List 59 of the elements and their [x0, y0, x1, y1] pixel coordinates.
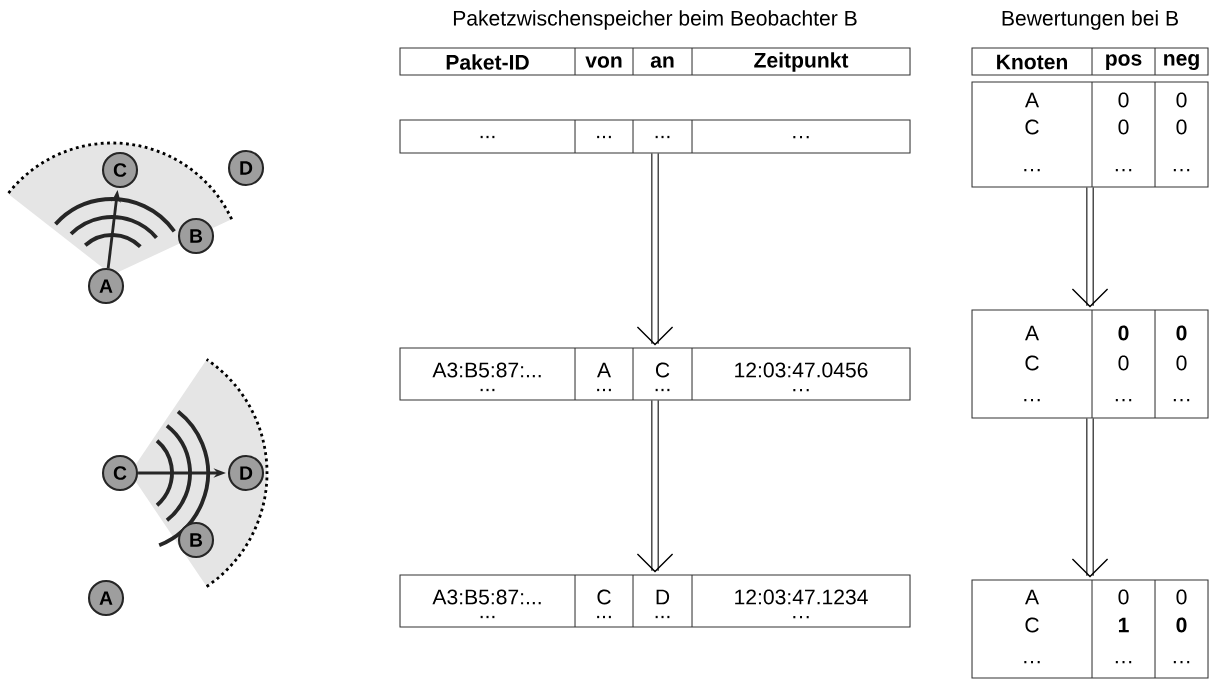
- table-text: C: [1025, 617, 1039, 633]
- table-text: …: [1173, 398, 1190, 402]
- table-text: D: [656, 589, 670, 605]
- table-text: ...: [655, 615, 670, 619]
- table-text: A: [597, 362, 611, 378]
- table-text: ...: [480, 135, 495, 139]
- table-text: 0: [1118, 92, 1129, 108]
- table-text: …: [793, 135, 809, 139]
- table-text: C: [1025, 119, 1039, 135]
- table-title: Bewertungen bei B: [1002, 10, 1178, 30]
- table-text: …: [1173, 660, 1190, 664]
- table-text: ...: [655, 388, 670, 392]
- arrow: [636, 400, 674, 573]
- table-text: …: [1173, 168, 1190, 172]
- table-text: Knoten: [997, 54, 1067, 70]
- table-text: C: [1025, 355, 1039, 371]
- table-text: A3:B5:87:...: [432, 589, 541, 605]
- table-text: ...: [655, 135, 670, 139]
- table-text: A: [1025, 589, 1039, 605]
- table-text: …: [793, 388, 809, 392]
- table-text: 0: [1176, 617, 1187, 633]
- table-text: A: [1025, 325, 1039, 341]
- table-text: ...: [597, 135, 611, 139]
- table-text: C: [597, 589, 611, 605]
- table-text: …: [1115, 398, 1132, 402]
- table-text: A3:B5:87:...: [432, 362, 541, 378]
- table-text: 0: [1118, 325, 1129, 341]
- table-text: 0: [1176, 325, 1187, 341]
- table-text: 12:03:47.1234: [735, 589, 868, 605]
- table-text: 0: [1176, 119, 1187, 135]
- table-text: …: [1115, 660, 1132, 664]
- table-text: …: [1024, 660, 1040, 664]
- table-text: …: [1024, 398, 1040, 402]
- table-text: von: [585, 56, 622, 68]
- table-text: ...: [480, 615, 495, 619]
- table-text: …: [793, 615, 809, 619]
- table-text: 0: [1118, 355, 1129, 371]
- table-text: 0: [1176, 589, 1187, 605]
- table-text: pos: [1106, 54, 1142, 70]
- table-text: …: [1115, 168, 1132, 172]
- table-text: ...: [480, 388, 495, 392]
- table-text: ...: [597, 388, 611, 392]
- table-text: A: [1025, 92, 1039, 108]
- table-text: neg: [1164, 54, 1199, 70]
- arrow: [1071, 187, 1109, 308]
- table-text: 12:03:47.0456: [735, 362, 868, 378]
- table-text: 0: [1118, 119, 1129, 135]
- table-text: 1: [1118, 617, 1129, 633]
- table-text: ...: [597, 615, 611, 619]
- table-text: 0: [1176, 355, 1187, 371]
- arrow: [1071, 418, 1109, 578]
- table-text: Paket-ID: [446, 54, 529, 70]
- arrow: [636, 153, 674, 346]
- table-text: 0: [1118, 589, 1129, 605]
- table-text: …: [1024, 168, 1040, 172]
- table-text: C: [655, 362, 670, 378]
- table-text: an: [650, 56, 674, 68]
- table-text: Zeitpunkt: [754, 52, 849, 72]
- table-text: 0: [1176, 92, 1187, 108]
